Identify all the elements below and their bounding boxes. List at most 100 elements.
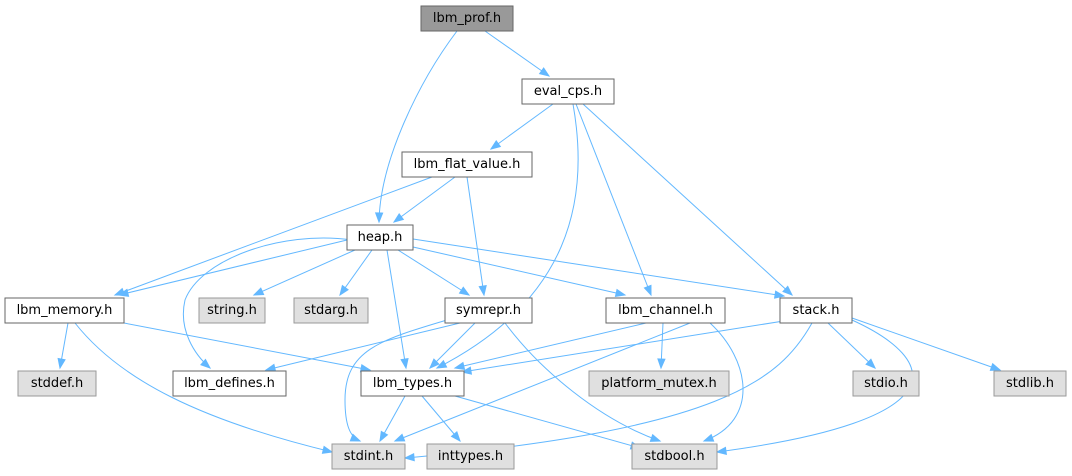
node-label: platform_mutex.h [601,376,717,391]
edge-line [575,103,652,296]
node-box [852,370,920,397]
edge-line [404,322,813,459]
arrowhead [773,290,786,299]
edge-symrepr-to-lbm_defines [264,322,461,372]
node-lbm-flat-value[interactable]: lbm_flat_value.h [401,151,533,178]
edge-line [461,319,791,373]
edge-line [253,249,356,296]
edge-lbm_prof-to-heap [374,30,458,224]
node-label: stdbool.h [644,449,704,464]
node-stdarg: stdarg.h [293,297,369,324]
edge-stack-to-stdint [403,322,813,462]
node-box [444,297,533,324]
edges-layer [57,30,1002,462]
node-lbm-memory[interactable]: lbm_memory.h [4,297,125,324]
edge-eval_cps-to-lbm_types [435,103,579,369]
node-box [172,370,287,397]
arrowhead [614,288,627,298]
node-label: stdlib.h [1006,376,1054,391]
node-box [293,297,369,324]
node-box [346,224,414,251]
edge-line [394,322,691,442]
arrowhead [429,358,440,369]
arrowhead [435,359,448,369]
edge-line [851,317,1001,371]
arrowhead [657,358,666,370]
arrowhead [782,285,794,296]
edge-line [397,249,470,296]
edge-heap-to-string [252,249,356,296]
node-stack[interactable]: stack.h [779,297,853,324]
node-label: symrepr.h [456,303,521,318]
node-box [779,297,853,324]
node-label: lbm_defines.h [184,376,275,391]
node-label: lbm_channel.h [618,303,713,318]
arrowhead [400,357,409,370]
edge-eval_cps-to-lbm_channel [575,103,652,297]
node-stdbool: stdbool.h [631,443,718,470]
edge-line [454,322,647,369]
node-box [420,5,514,32]
node-label: lbm_types.h [373,376,452,391]
edge-lbm_channel-to-platform_mutex [657,322,666,370]
node-string: string.h [198,297,266,324]
edge-line [265,322,461,371]
arrowhead [200,358,212,369]
edge-stack-to-stdlib [851,317,1002,371]
arrowhead [374,212,384,224]
edge-lbm_flat_value-to-symrepr [466,176,487,297]
node-symrepr[interactable]: symrepr.h [444,297,533,324]
node-box [521,78,615,105]
node-label: stdint.h [344,449,393,464]
arrowhead [252,287,265,296]
edge-line [466,176,485,296]
edge-eval_cps-to-lbm_flat_value [489,103,554,150]
node-box [426,443,515,470]
edge-line [429,322,476,369]
arrowhead [403,452,415,462]
node-lbm-channel[interactable]: lbm_channel.h [605,297,726,324]
arrowhead [643,284,652,297]
node-box [198,297,266,324]
arrowhead [349,433,362,442]
edge-heap-to-symrepr [397,249,471,296]
edge-lbm_channel-to-lbm_types [453,322,647,370]
edge-symrepr-to-stdbool [504,322,662,442]
node-label: stdarg.h [304,303,358,318]
arrowhead [450,431,461,443]
arrowhead [264,363,277,372]
edge-heap-to-stack [412,238,786,299]
node-box [588,370,730,397]
node-eval-cps[interactable]: eval_cps.h [521,78,615,105]
node-box [331,443,406,470]
edge-heap-to-lbm_types [386,249,409,370]
node-platform-mutex: platform_mutex.h [588,370,730,397]
arrowhead [715,446,727,455]
edge-line [582,103,793,296]
node-stddef: stddef.h [17,370,97,397]
arrowhead [379,430,389,443]
arrowhead [339,284,349,297]
node-box [360,370,465,397]
node-heap[interactable]: heap.h [346,224,414,251]
node-lbm-types[interactable]: lbm_types.h [360,370,465,397]
arrowhead [392,212,405,223]
arrowhead [57,357,66,370]
edge-line [827,322,876,369]
node-label: stddef.h [31,376,83,391]
edge-symrepr-to-stdint [344,319,448,442]
node-lbm-defines[interactable]: lbm_defines.h [172,370,287,397]
edge-eval_cps-to-stack [582,103,794,296]
edge-heap-to-lbm_channel [412,246,627,298]
arrowhead [393,433,406,442]
arrowhead [478,284,487,297]
edge-lbm_flat_value-to-heap [392,176,456,223]
nodes-layer: lbm_prof.h eval_cps.h lbm_flat_value.hheap… [4,5,1067,470]
node-label: lbm_memory.h [17,303,113,318]
node-label: lbm_prof.h [433,11,501,26]
edge-line [393,176,456,223]
edge-line [74,322,333,453]
node-lbm-prof[interactable]: lbm_prof.h [420,5,514,32]
edge-line [386,249,407,369]
